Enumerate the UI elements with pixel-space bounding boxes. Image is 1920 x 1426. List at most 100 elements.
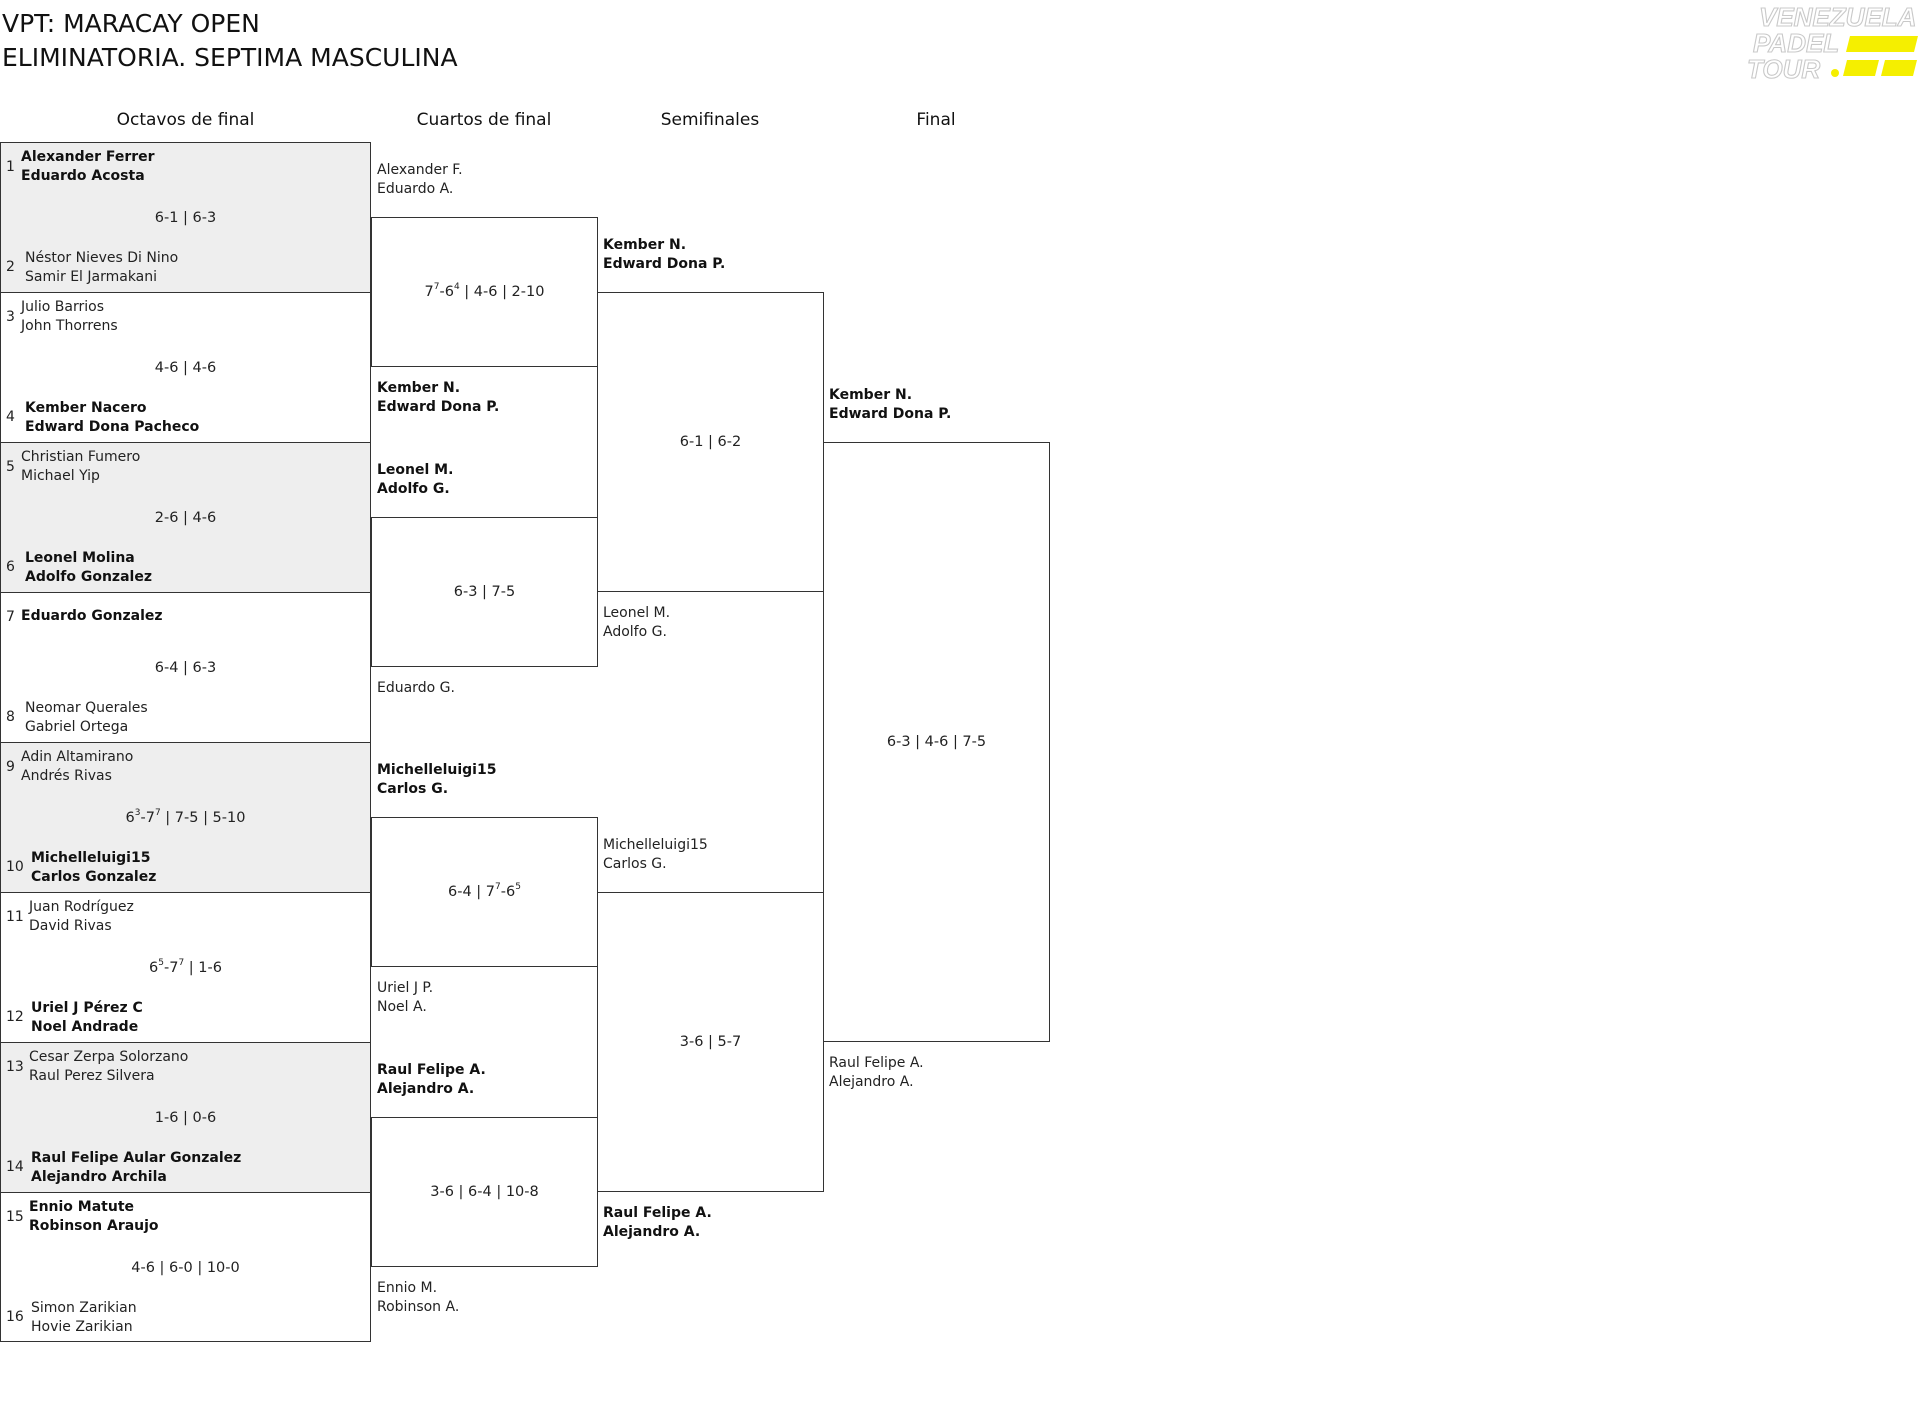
player-name: Noel Andrade	[31, 1019, 139, 1035]
player-name: Alejandro Archila	[31, 1169, 167, 1185]
cuartos-3-connector: 6-4 | 77-65	[371, 817, 598, 967]
seed-number: 4	[6, 409, 15, 425]
player-name: Juan Rodríguez	[29, 899, 134, 915]
player-name: Robinson A.	[377, 1299, 460, 1315]
seed-number: 3	[6, 309, 15, 325]
team-top: Eduardo Gonzalez	[21, 607, 163, 626]
player-name: Ennio M.	[377, 1280, 438, 1296]
player-name: Edward Dona P.	[829, 406, 952, 422]
cuartos-1-team-bottom: Kember N. Edward Dona P.	[377, 379, 499, 417]
cuartos-4-team-bottom: Ennio M. Robinson A.	[377, 1279, 459, 1317]
tiebreak-score: 4	[453, 282, 460, 292]
final-1-team-bottom: Raul Felipe A. Alejandro A.	[829, 1054, 924, 1092]
tiebreak-score: 3	[134, 808, 141, 818]
cuartos-1-team-top: Alexander F. Eduardo A.	[377, 161, 463, 199]
player-name: Michelleluigi15	[377, 762, 497, 778]
player-name: Carlos G.	[603, 856, 667, 872]
semis-1-team-bottom: Leonel M.Adolfo G.	[603, 604, 670, 642]
match-score: 65-77 | 1-6	[149, 958, 222, 977]
semis-1-team-top: Kember N.Edward Dona P.	[603, 236, 725, 274]
seed-number: 6	[6, 559, 15, 575]
cuartos-2-connector: 6-3 | 7-5	[371, 517, 598, 667]
player-name: Michelleluigi15	[603, 837, 708, 853]
semis-2-connector: 3-6 | 5-7	[597, 892, 824, 1192]
player-name: Michelleluigi15	[31, 850, 151, 866]
cuartos-4-team-top: Raul Felipe A.Alejandro A.	[377, 1061, 486, 1099]
match-score: 77-64 | 4-6 | 2-10	[424, 282, 545, 301]
seed-number: 13	[6, 1059, 24, 1075]
logo-line-2: PADEL	[1753, 28, 1839, 58]
player-name: Alejandro A.	[829, 1074, 914, 1090]
player-name: Christian Fumero	[21, 449, 141, 465]
player-name: Edward Dona P.	[377, 399, 500, 415]
player-name: Hovie Zarikian	[31, 1319, 133, 1335]
player-name: Ennio Matute	[29, 1199, 135, 1215]
match-score: 6-1 | 6-2	[679, 434, 742, 450]
seed-number: 1	[6, 159, 15, 175]
logo-line-3: TOUR	[1747, 54, 1820, 82]
match-score: 6-3 | 4-6 | 7-5	[886, 734, 987, 750]
page-title-line-2: ELIMINATORIA. SEPTIMA MASCULINA	[2, 43, 458, 72]
player-name: Leonel M.	[377, 462, 454, 478]
player-name: Samir El Jarmakani	[25, 269, 158, 285]
match-score: 6-3 | 7-5	[453, 584, 516, 600]
player-name: Alexander F.	[377, 162, 463, 178]
cuartos-3-team-bottom: Uriel J P. Noel A.	[377, 979, 433, 1017]
player-name: Noel A.	[377, 999, 427, 1015]
match-score: 1-6 | 0-6	[154, 1110, 217, 1126]
match-score: 2-6 | 4-6	[154, 510, 217, 526]
player-name: Raul Perez Silvera	[29, 1068, 155, 1084]
seed-number: 8	[6, 709, 15, 725]
player-name: Neomar Querales	[25, 700, 148, 716]
player-name: Adolfo G.	[377, 481, 450, 497]
player-name: Adin Altamirano	[21, 749, 134, 765]
tiebreak-score: 7	[178, 958, 185, 968]
player-name: Kember N.	[377, 380, 461, 396]
player-name: Kember N.	[829, 387, 913, 403]
seed-number: 9	[6, 759, 15, 775]
semis-2-team-bottom: Raul Felipe A.Alejandro A.	[603, 1204, 712, 1242]
tiebreak-score: 7	[495, 882, 501, 892]
cuartos-2-team-top: Leonel M. Adolfo G.	[377, 461, 453, 499]
cuartos-2-team-bottom: Eduardo G.	[377, 679, 455, 698]
tiebreak-score: 7	[154, 808, 161, 818]
round-header-semifinales: Semifinales	[660, 110, 760, 130]
player-name: Raul Felipe A.	[829, 1055, 924, 1071]
player-name: Néstor Nieves Di Nino	[25, 250, 179, 266]
match-score: 6-1 | 6-3	[154, 210, 217, 226]
seed-number: 14	[6, 1159, 24, 1175]
seed-number: 16	[6, 1309, 24, 1325]
seed-number: 15	[6, 1209, 24, 1225]
player-name: Edward Dona P.	[603, 256, 726, 272]
match-score: 4-6 | 6-0 | 10-0	[131, 1260, 240, 1276]
player-name: Leonel Molina	[25, 550, 135, 566]
venezuela-padel-tour-logo: VENEZUELA PADEL TOUR	[1746, 2, 1918, 82]
player-name: Uriel J P.	[377, 980, 434, 996]
seed-number: 5	[6, 459, 15, 475]
match-score: 6-4 | 77-65	[448, 882, 521, 901]
seed-number: 11	[6, 909, 24, 925]
player-name: Adolfo Gonzalez	[25, 569, 152, 585]
player-name: Eduardo A.	[377, 181, 454, 197]
player-name: Alejandro A.	[377, 1081, 475, 1097]
match-score: 4-6 | 4-6	[154, 360, 217, 376]
seed-number: 2	[6, 259, 15, 275]
match-score: 6-4 | 6-3	[154, 660, 217, 676]
player-name: Adolfo G.	[603, 624, 667, 640]
seed-number: 10	[6, 859, 24, 875]
